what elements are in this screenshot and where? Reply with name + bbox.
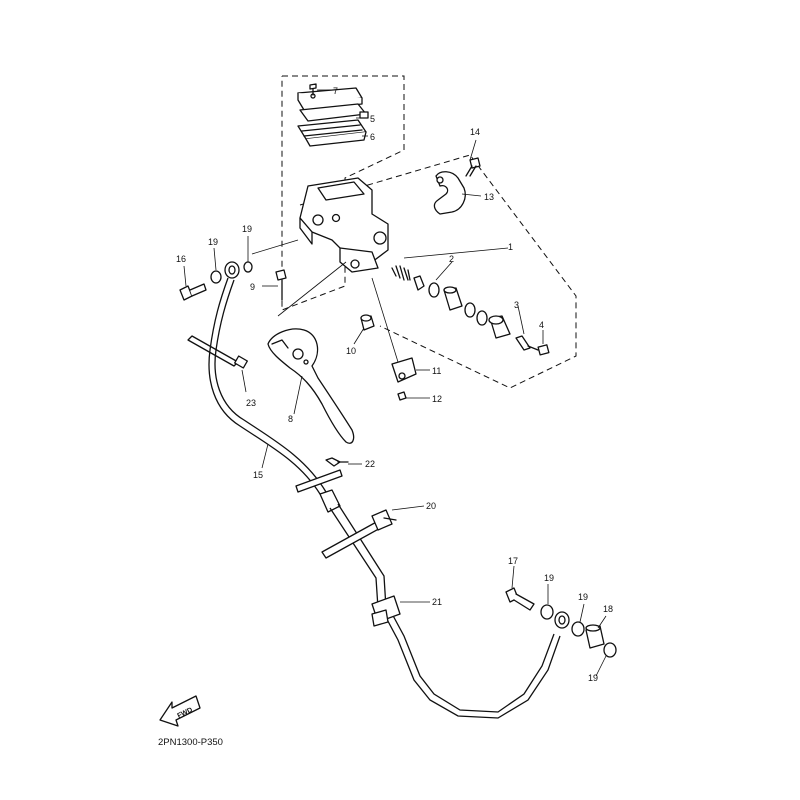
switch-screw	[397, 391, 407, 401]
lever-nut	[360, 314, 375, 331]
cap-screw	[309, 83, 317, 96]
callout-17: 17	[508, 556, 518, 566]
callout-15: 15	[253, 470, 263, 480]
fwd-arrow-icon: FWD	[159, 695, 201, 727]
banjo-fitting-lower	[554, 611, 570, 629]
callout-19c: 19	[544, 573, 554, 583]
callout-18: 18	[603, 604, 613, 614]
banjo-fitting-upper	[224, 261, 240, 279]
callout-10: 10	[346, 346, 356, 356]
callout-19d: 19	[578, 592, 588, 602]
callout-labels: 1 2 3 4 5 6 7 8 9 10 11 12 13 14 15 16 1…	[176, 86, 613, 683]
hose-holder-lower	[295, 469, 343, 493]
callout-21: 21	[432, 597, 442, 607]
callout-2: 2	[449, 254, 454, 264]
copper-washer-lower-a	[540, 604, 554, 620]
piston-kit-group-boundary	[299, 154, 577, 389]
callout-6: 6	[370, 132, 375, 142]
callout-1: 1	[508, 242, 513, 252]
callout-23: 23	[246, 398, 256, 408]
callout-13: 13	[484, 192, 494, 202]
holder-clamp	[433, 171, 466, 215]
pipe-clamp	[371, 595, 401, 627]
spring-seat	[413, 275, 425, 291]
callout-8: 8	[288, 414, 293, 424]
brake-pipe	[329, 503, 561, 719]
copper-washer-lower-c	[603, 642, 617, 658]
brake-switch	[391, 357, 417, 383]
piston-spring	[391, 265, 411, 281]
brake-lever	[267, 328, 355, 444]
callout-3: 3	[514, 300, 519, 310]
callout-22: 22	[365, 459, 375, 469]
adjuster-cap	[537, 344, 550, 356]
pipe-holder	[321, 509, 397, 559]
cable-tie-upper	[187, 335, 248, 369]
leader-lines	[183, 89, 607, 677]
copper-washer-upper-a	[210, 270, 222, 284]
drawing-code: 2PN1300-P350	[158, 737, 223, 748]
callout-14: 14	[470, 127, 480, 137]
diaphragm	[297, 119, 367, 147]
master-cylinder-body	[299, 177, 389, 273]
clamp-bolt	[465, 157, 481, 177]
callout-19b: 19	[242, 224, 252, 234]
callout-19e: 19	[588, 673, 598, 683]
hose-union-bolt	[325, 457, 349, 467]
copper-washer-lower-b	[571, 621, 585, 637]
callout-19a: 19	[208, 237, 218, 247]
boot	[488, 315, 511, 339]
push-rod	[515, 335, 539, 351]
union-bolt-lower	[505, 587, 535, 611]
callout-16: 16	[176, 254, 186, 264]
union-bolt-upper	[179, 283, 207, 301]
callout-12: 12	[432, 394, 442, 404]
reservoir-group-boundary	[281, 75, 405, 311]
callout-9: 9	[250, 282, 255, 292]
callout-7: 7	[333, 86, 338, 96]
callout-5: 5	[370, 114, 375, 124]
lever-bolt	[275, 269, 287, 301]
hose-joint	[585, 624, 605, 649]
piston	[443, 286, 463, 311]
brake-hose	[208, 277, 341, 513]
callout-20: 20	[426, 501, 436, 511]
callout-11: 11	[432, 366, 441, 376]
piston-seals	[464, 302, 488, 326]
copper-washer-upper-b	[243, 261, 253, 273]
cup-ring	[428, 282, 440, 298]
callout-4: 4	[539, 320, 544, 330]
